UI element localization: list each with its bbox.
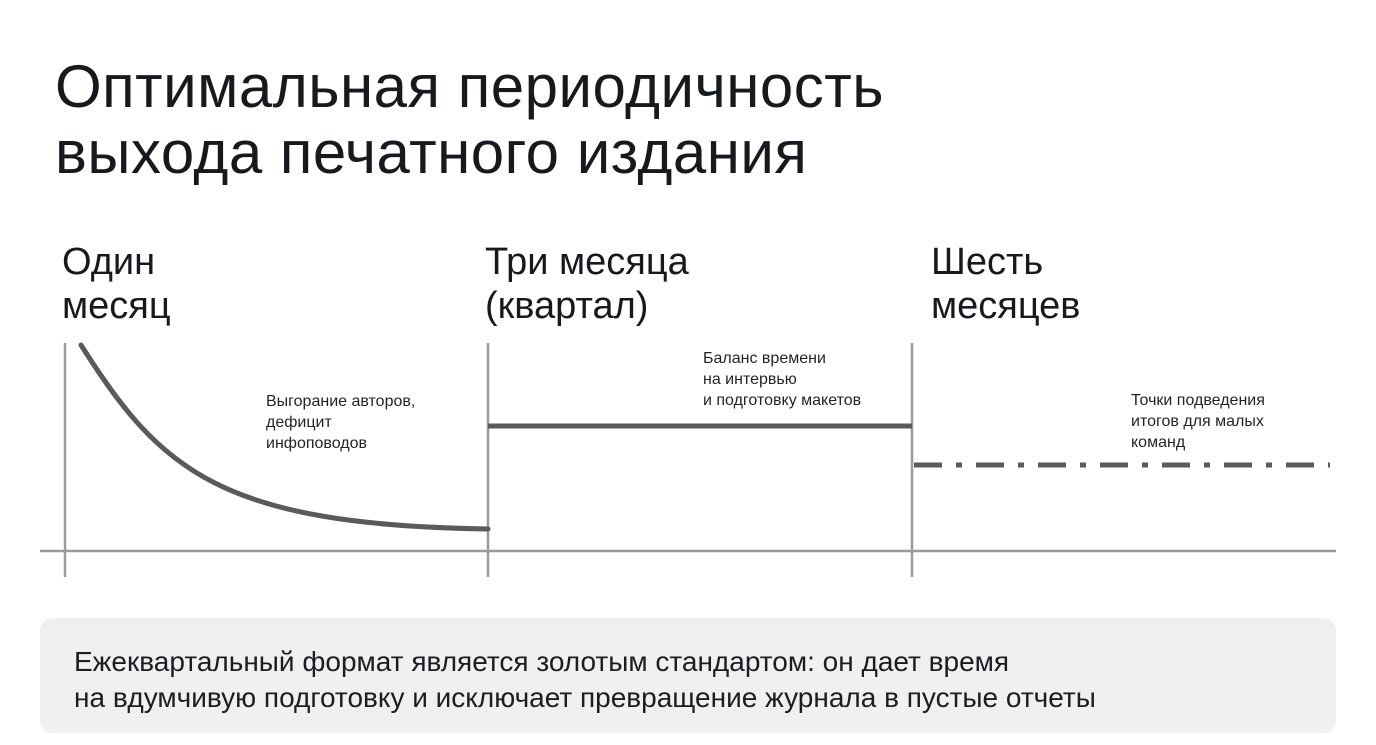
heading-six-months-line-2: месяцев — [931, 285, 1081, 327]
note-burnout-line-2: дефицит — [266, 414, 332, 431]
title-line-1: Оптимальная периодичность — [55, 53, 885, 120]
summary-line-2: на вдумчивую подготовку и исключает прев… — [74, 682, 1096, 713]
heading-six-months-line-1: Шесть — [931, 241, 1044, 283]
summary-line-1: Ежеквартальный формат является золотым с… — [74, 646, 1010, 677]
note-milestones: Точки подведения итогов для малых команд — [1131, 390, 1265, 453]
note-balance-line-2: на интервью — [703, 371, 797, 388]
heading-one-month-line-1: Один — [62, 241, 156, 283]
note-milestones-line-1: Точки подведения — [1131, 392, 1265, 409]
note-balance: Баланс времени на интервью и подготовку … — [703, 348, 861, 411]
note-balance-line-3: и подготовку макетов — [703, 392, 862, 409]
heading-three-months: Три месяца (квартал) — [485, 240, 689, 328]
title-line-2: выхода печатного издания — [55, 119, 808, 186]
page-title: Оптимальная периодичность выхода печатно… — [55, 54, 1255, 186]
heading-six-months: Шесть месяцев — [931, 240, 1081, 328]
heading-three-months-line-1: Три месяца — [485, 241, 689, 283]
note-balance-line-1: Баланс времени — [703, 350, 826, 367]
heading-one-month: Один месяц — [62, 240, 171, 328]
note-burnout-line-3: инфоповодов — [266, 435, 367, 452]
note-milestones-line-2: итогов для малых — [1131, 413, 1264, 430]
note-milestones-line-3: команд — [1131, 434, 1186, 451]
burnout-curve — [78, 342, 491, 532]
heading-one-month-line-2: месяц — [62, 285, 171, 327]
summary-box: Ежеквартальный формат является золотым с… — [40, 618, 1336, 733]
heading-three-months-line-2: (квартал) — [485, 285, 649, 327]
note-burnout: Выгорание авторов, дефицит инфоповодов — [266, 391, 415, 454]
note-burnout-line-1: Выгорание авторов, — [266, 393, 416, 410]
